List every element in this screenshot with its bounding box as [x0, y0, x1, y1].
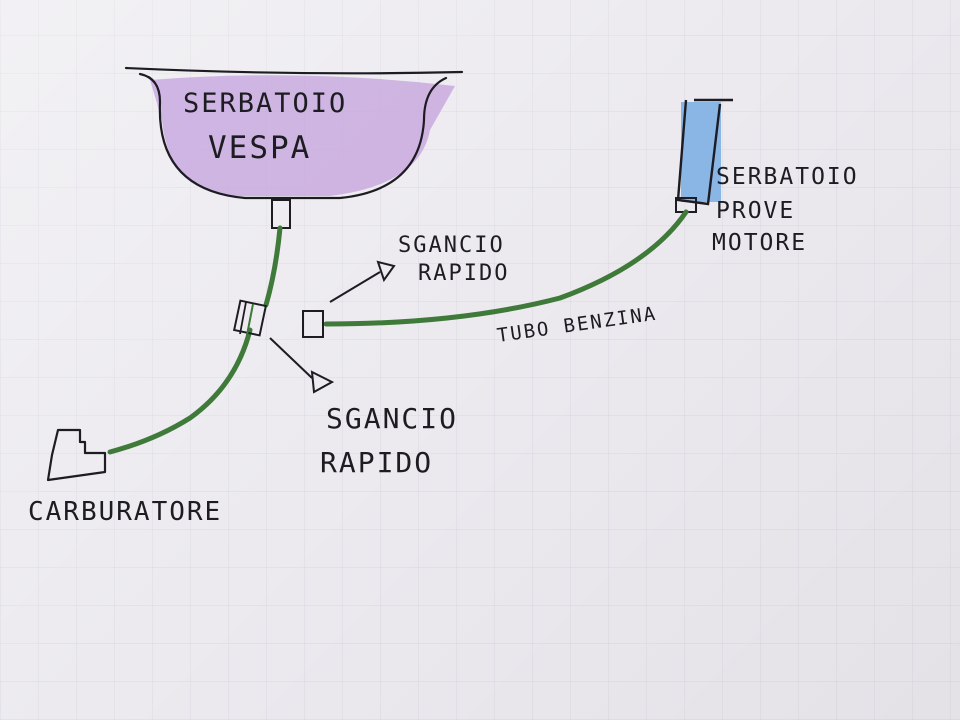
vespa-tank: SERBATOIO VESPA: [124, 66, 464, 200]
quick-release-top-arrow-head: [376, 260, 396, 283]
quick-release-bottom-arrow-line: [269, 337, 313, 379]
quick-release-top-label-line2: RAPIDO: [418, 261, 509, 286]
quick-release-bottom-arrow-head: [310, 370, 335, 394]
quick-release-bottom-label-line1: SGANCIO: [326, 402, 458, 435]
test-tank: SERBATOIO PROVE MOTORE: [675, 98, 859, 256]
vespa-tank-label-line1: SERBATOIO: [183, 88, 347, 119]
vespa-tank-outlet: [271, 199, 291, 229]
quick-release-bottom-label-line2: RAPIDO: [320, 446, 433, 479]
carburetor-shape: [46, 428, 107, 482]
vespa-tank-fill: [150, 75, 455, 196]
vespa-tank-label-line2: VESPA: [208, 130, 311, 166]
quick-release-top-label-line1: SGANCIO: [398, 233, 505, 258]
hose-tank-to-carburetor: [107, 225, 283, 455]
quick-release-top-arrow-line: [329, 271, 381, 303]
quick-release-coupling-inline: [232, 299, 268, 337]
test-tank-label-line1: SERBATOIO: [716, 164, 859, 190]
test-tank-label-line3: MOTORE: [712, 230, 807, 256]
vespa-tank-outline: [124, 66, 464, 200]
test-tank-label-line2: PROVE: [716, 198, 795, 224]
test-tank-outline: [676, 98, 733, 206]
carburetor-label: CARBURATORE: [28, 497, 222, 527]
quick-release-coupling-end: [302, 310, 324, 338]
hose-test-tank: [323, 209, 689, 327]
